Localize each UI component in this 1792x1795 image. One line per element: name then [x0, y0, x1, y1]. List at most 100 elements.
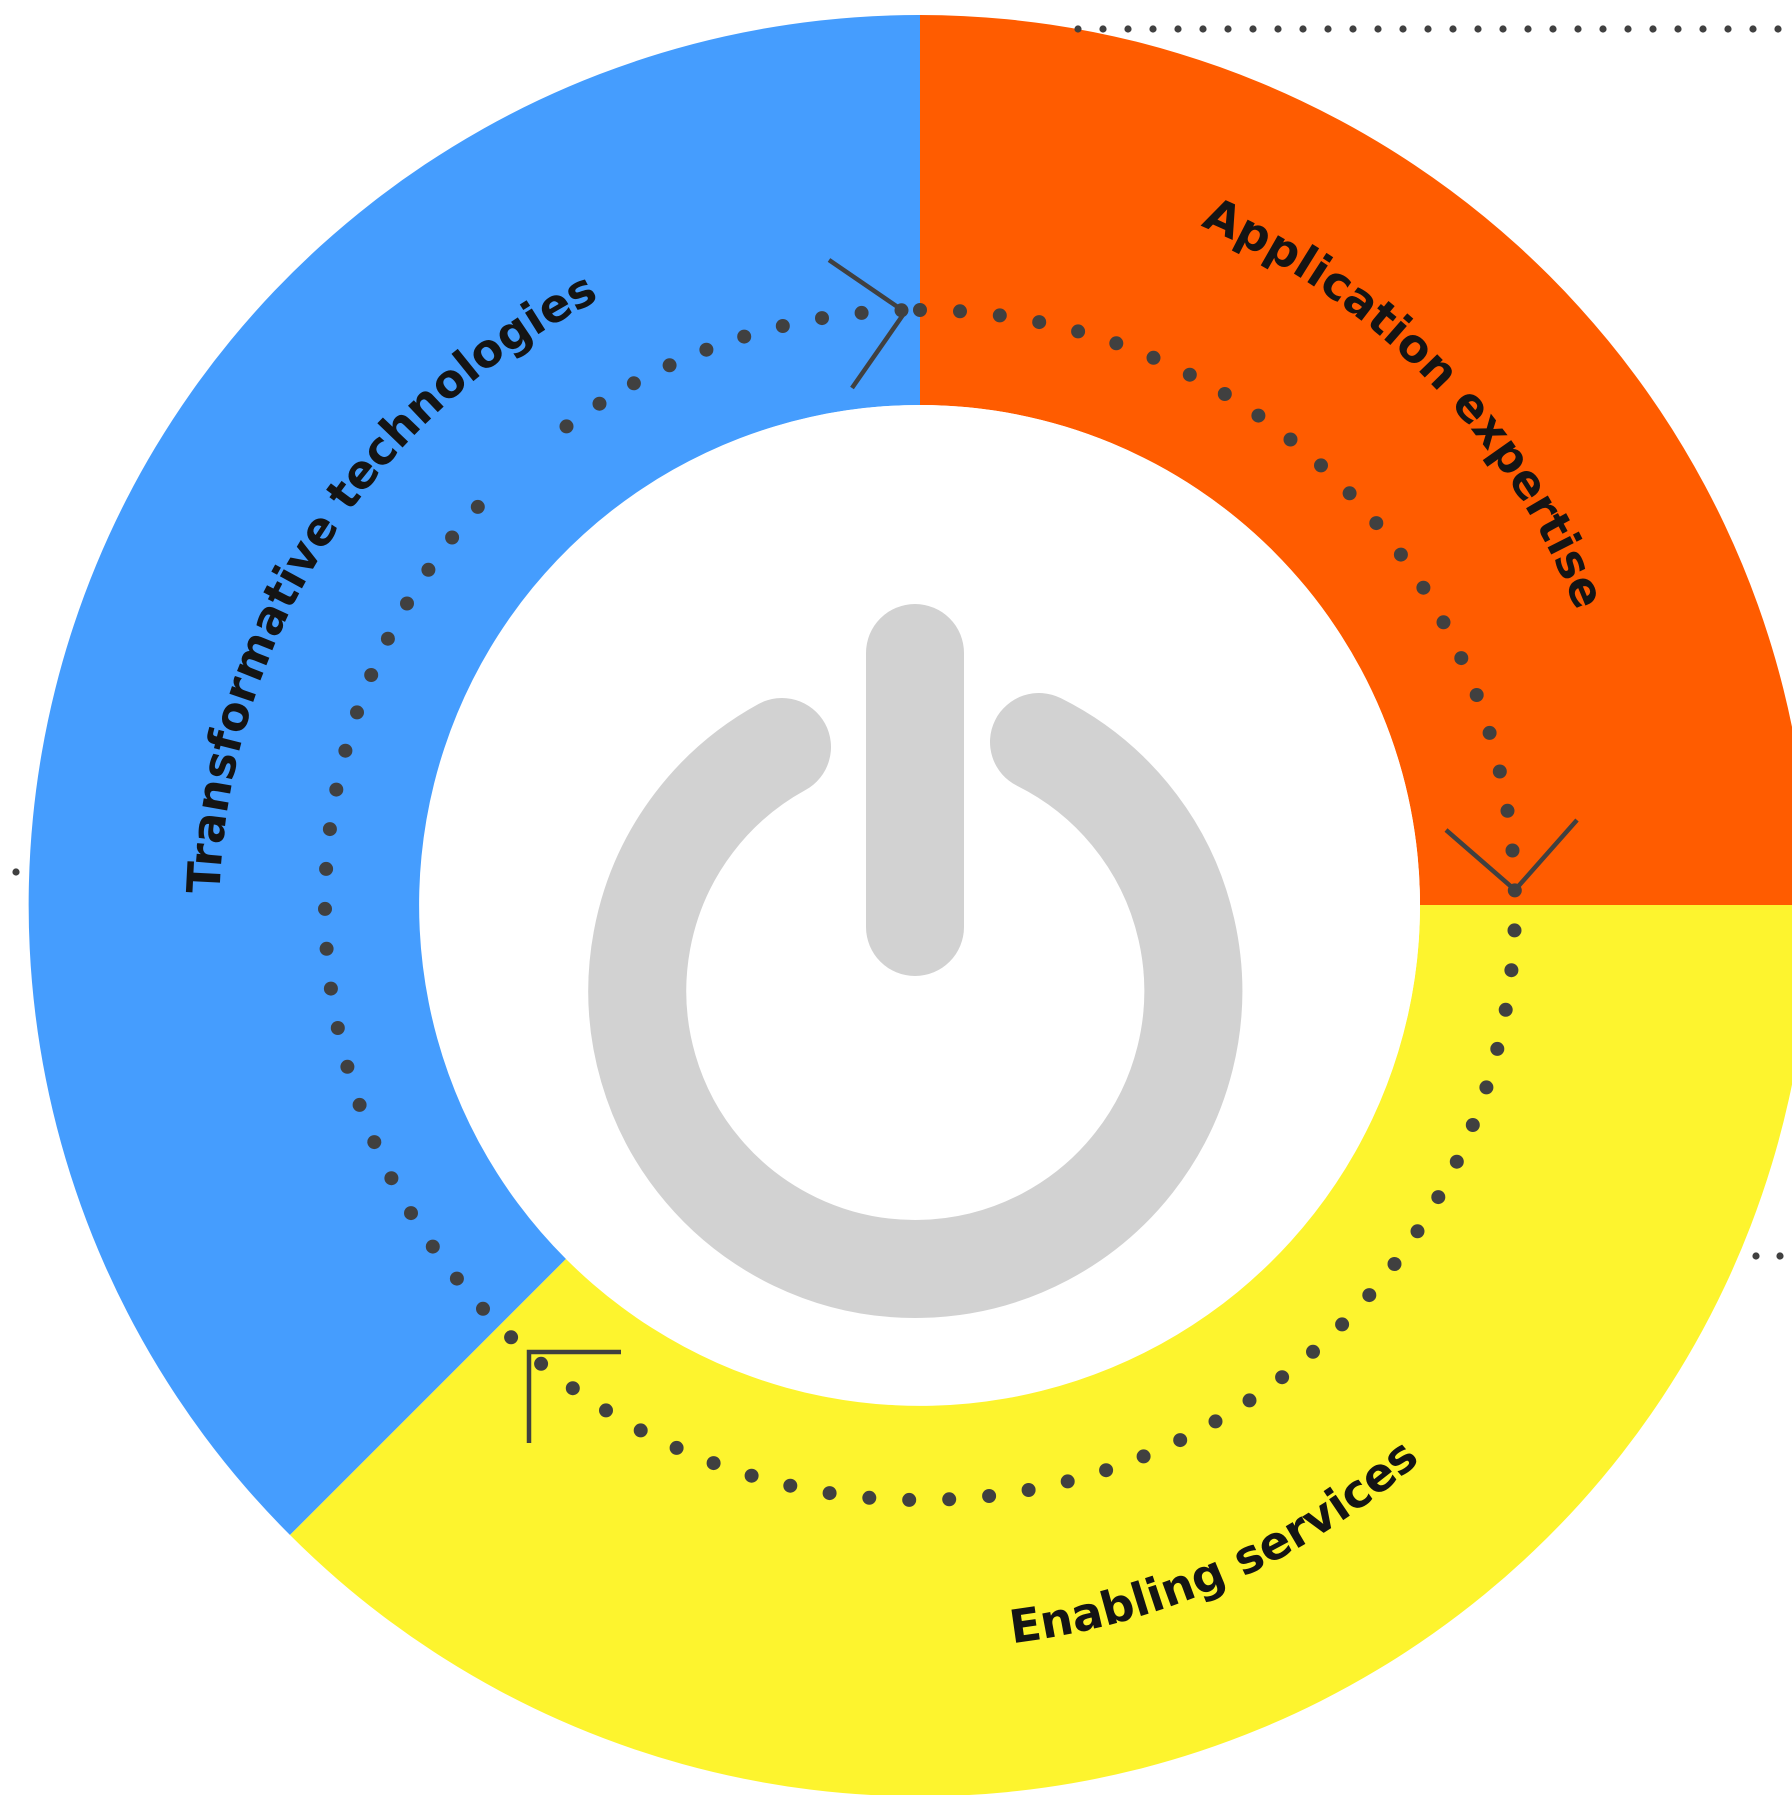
ring-dot: [913, 303, 927, 317]
segment-application-expertise: [920, 15, 1792, 905]
ring-dot: [862, 1490, 877, 1505]
leader-dot: [1374, 25, 1382, 33]
ring-dot: [1275, 1370, 1290, 1385]
ring-dot: [364, 668, 379, 682]
leader-dot: [1649, 25, 1657, 33]
ring-dot: [470, 499, 485, 514]
ring-dot: [775, 319, 790, 333]
ring-dot: [445, 530, 460, 545]
ring-dot: [599, 1403, 613, 1418]
ring-dot: [633, 1423, 648, 1438]
leader-dot: [1249, 25, 1257, 33]
ring-dot: [534, 1356, 549, 1371]
leader-dot: [1674, 25, 1682, 33]
ring-dot: [1099, 1463, 1114, 1478]
ring-dot: [352, 1097, 367, 1112]
ring-dot: [902, 1492, 917, 1507]
ring-dot: [1021, 1483, 1036, 1497]
ring-dot: [1507, 923, 1522, 938]
ring-dot: [1251, 408, 1266, 423]
ring-dot: [319, 941, 334, 956]
ring-dot: [330, 1021, 345, 1035]
ring-dot: [1431, 1190, 1446, 1205]
leader-dot: [1174, 25, 1182, 33]
leader-dot: [1199, 25, 1207, 33]
leader-dot: [1774, 25, 1782, 33]
ring-dot: [737, 329, 752, 344]
ring-dot: [1306, 1344, 1320, 1359]
leader-dot: [1749, 25, 1757, 33]
arrow-head-right: [1444, 818, 1579, 894]
leader-dot: [1524, 25, 1532, 33]
ring-dot: [1335, 1317, 1350, 1332]
outer-dotted-leaders: [12, 25, 1784, 1260]
ring-dot: [329, 782, 344, 797]
ring-dot: [592, 396, 607, 411]
ring-dot: [854, 305, 869, 320]
ring-dot: [1060, 1474, 1075, 1489]
leader-dot: [1299, 25, 1307, 33]
ring-dot: [318, 901, 332, 916]
leader-dot: [1699, 25, 1707, 33]
ring-dot: [1283, 432, 1298, 447]
ring-dot: [565, 1381, 580, 1396]
power-icon: [588, 604, 1243, 1318]
ring-dot: [1436, 615, 1451, 630]
ring-dot: [1393, 547, 1408, 562]
segment-transformative-technologies: [28, 14, 920, 1535]
ring-dot: [1449, 1154, 1464, 1169]
ring-dot: [1071, 324, 1086, 339]
ring-dot: [1504, 963, 1519, 978]
ring-dot: [1465, 1118, 1480, 1132]
ring-dot: [367, 1135, 382, 1150]
ring-dot: [1500, 803, 1515, 818]
leader-dot: [1449, 25, 1457, 33]
leader-dot: [1499, 25, 1507, 33]
ring-dot: [1410, 1224, 1425, 1239]
ring-dot: [404, 1206, 418, 1221]
ring-dot: [822, 1486, 837, 1501]
ring-dot: [1136, 1449, 1151, 1464]
ring-dot: [783, 1478, 798, 1493]
ring-dot: [1217, 387, 1232, 401]
ring-dot: [1482, 725, 1497, 740]
ring-dot: [421, 562, 436, 577]
leader-dot: [1724, 25, 1732, 33]
leader-dot: [1776, 1252, 1784, 1260]
leader-dot: [1424, 25, 1432, 33]
ring-dot: [425, 1239, 440, 1254]
leader-dot: [1074, 25, 1082, 33]
ring-dot: [322, 822, 337, 837]
ring-dot: [338, 743, 353, 758]
ring-dot: [1182, 367, 1197, 382]
leader-dot: [1349, 25, 1357, 33]
arrow-head-top: [827, 258, 909, 390]
ring-dot: [400, 596, 414, 611]
ring-dot: [504, 1330, 519, 1345]
ring-dot: [449, 1271, 464, 1286]
leader-dot: [1574, 25, 1582, 33]
ring-dot: [982, 1489, 997, 1503]
ring-dot: [626, 376, 641, 391]
ring-dot: [1032, 315, 1047, 330]
ring-dot: [992, 308, 1007, 323]
ring-dot: [1109, 336, 1124, 351]
ring-dot: [1490, 1041, 1505, 1056]
leader-dot: [1624, 25, 1632, 33]
leader-dot: [1149, 25, 1157, 33]
ring-dot: [1369, 516, 1384, 531]
ring-dot: [1362, 1288, 1377, 1303]
ring-dot: [476, 1301, 490, 1316]
ring-dot: [1505, 843, 1520, 858]
ring-dot: [1173, 1433, 1188, 1448]
ring-dot: [744, 1468, 759, 1483]
ring-dot: [380, 631, 395, 646]
leader-dot: [1599, 25, 1607, 33]
ring-dot: [1146, 350, 1161, 365]
ring-dot: [384, 1171, 399, 1186]
arrow-head-bottom-left: [526, 1349, 621, 1443]
ring-dot: [706, 1456, 721, 1471]
leader-dot: [12, 868, 20, 876]
ring-dot: [1314, 458, 1328, 473]
